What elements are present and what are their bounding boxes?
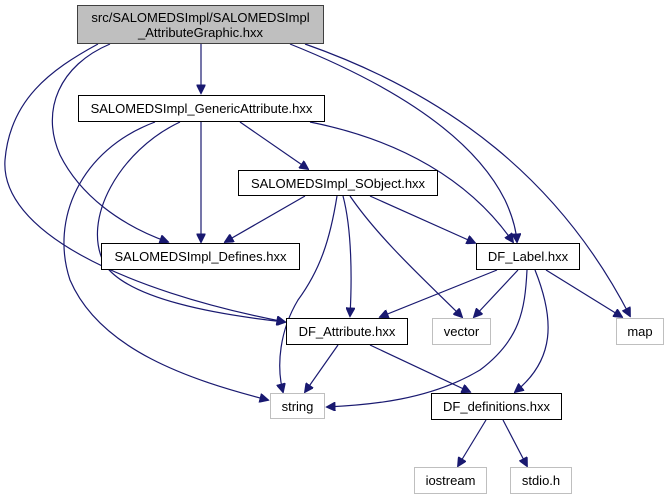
- edge-dflabel-to-vector: [474, 269, 519, 317]
- node-root-file[interactable]: src/SALOMEDSImpl/SALOMEDSImpl _Attribute…: [77, 5, 324, 44]
- node-label: DF_Label.hxx: [487, 249, 569, 264]
- edge-sobject-to-vector: [349, 195, 462, 317]
- node-label: DF_Attribute.hxx: [298, 324, 396, 339]
- node-label: stdio.h: [521, 473, 561, 488]
- edge-sobject-to-dfattr: [342, 195, 351, 316]
- edge-sobject-to-defines: [225, 195, 306, 242]
- node-vector[interactable]: vector: [432, 318, 491, 345]
- edge-dflabel-to-dfdefs: [515, 269, 549, 392]
- node-label: SALOMEDSImpl_SObject.hxx: [250, 175, 426, 191]
- edge-dfdefs-to-iostream: [458, 419, 487, 466]
- edge-root-to-dflabel: [289, 43, 517, 242]
- edge-dflabel-to-string: [327, 269, 528, 407]
- node-label: iostream: [425, 473, 476, 488]
- node-label: string: [281, 398, 314, 414]
- edge-dfattr-to-dfdefs: [369, 344, 470, 392]
- node-label: SALOMEDSImpl_Defines.hxx: [114, 249, 287, 264]
- edge-generic-to-string: [63, 121, 268, 400]
- node-label: map: [627, 324, 653, 339]
- edge-generic-to-sobject: [239, 121, 308, 169]
- node-label: DF_definitions.hxx: [443, 399, 550, 414]
- node-label: SALOMEDSImpl_GenericAttribute.hxx: [90, 101, 313, 116]
- node-df-attribute[interactable]: DF_Attribute.hxx: [286, 318, 408, 345]
- node-defines[interactable]: SALOMEDSImpl_Defines.hxx: [101, 243, 300, 270]
- edge-dfattr-to-string: [305, 344, 339, 392]
- node-sobject[interactable]: SALOMEDSImpl_SObject.hxx: [238, 170, 438, 196]
- node-generic-attribute[interactable]: SALOMEDSImpl_GenericAttribute.hxx: [78, 95, 325, 122]
- node-df-definitions[interactable]: DF_definitions.hxx: [431, 393, 562, 420]
- edge-sobject-to-dflabel: [369, 195, 475, 243]
- edge-root-to-defines: [51, 43, 168, 242]
- node-string[interactable]: string: [270, 393, 325, 419]
- edge-generic-to-dflabel: [309, 121, 513, 242]
- node-df-label[interactable]: DF_Label.hxx: [476, 243, 580, 270]
- edge-sobject-to-string: [280, 195, 338, 392]
- edge-dflabel-to-map: [545, 269, 622, 317]
- node-iostream[interactable]: iostream: [414, 467, 487, 494]
- node-label: vector: [443, 324, 480, 339]
- edge-root-to-map: [304, 43, 630, 316]
- node-label: src/SALOMEDSImpl/SALOMEDSImpl _Attribute…: [91, 9, 310, 40]
- edge-root-to-dfattr: [4, 43, 285, 322]
- node-map[interactable]: map: [616, 318, 664, 345]
- edge-dfdefs-to-stdio: [502, 419, 527, 466]
- node-stdio[interactable]: stdio.h: [510, 467, 572, 494]
- edge-dflabel-to-dfattr: [380, 269, 498, 317]
